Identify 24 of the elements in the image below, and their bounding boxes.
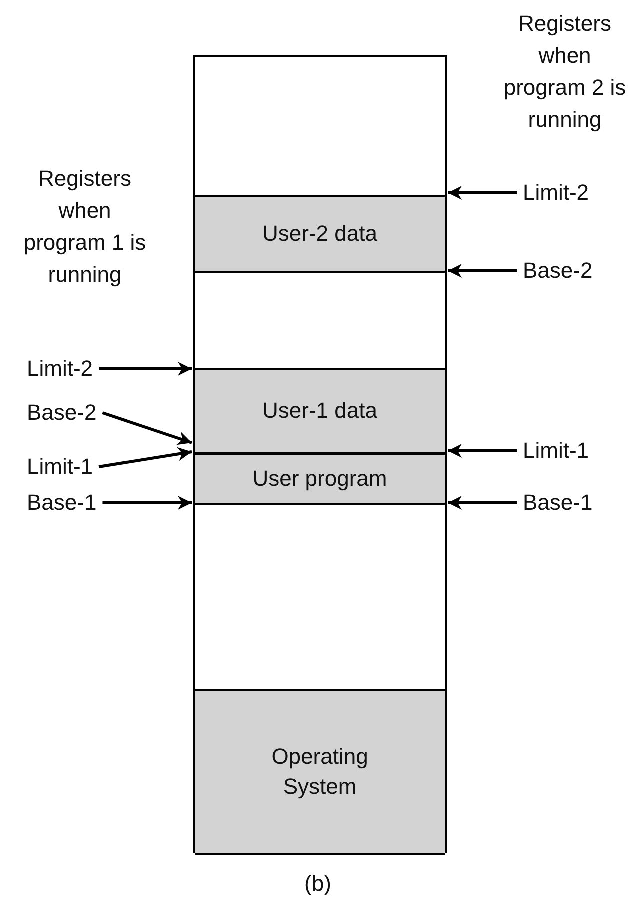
register-label: Limit-2 [523,179,590,207]
register-label: Limit-1 [523,437,590,465]
memory-region: User-1 data [195,368,445,454]
arrow [99,362,192,376]
caption: (b) [304,870,332,898]
register-label: Base-1 [523,489,593,517]
heading-text: Registers when program 1 is running [22,165,148,289]
arrow [448,444,517,458]
heading-text: Registers when program 2 is running [502,10,628,134]
register-label: Limit-1 [27,453,94,481]
arrow [448,496,517,510]
register-label: Limit-2 [27,355,94,383]
memory-region: Operating System [195,689,445,855]
arrow [448,186,517,200]
arrow [98,447,192,468]
memory-region: User-2 data [195,195,445,273]
memory-region: User program [195,453,445,505]
memory-column [193,55,447,853]
register-label: Base-1 [27,489,97,517]
arrow [448,264,517,278]
register-label: Base-2 [27,399,97,427]
register-label: Base-2 [523,257,593,285]
arrow [102,496,192,510]
arrow [102,412,192,446]
